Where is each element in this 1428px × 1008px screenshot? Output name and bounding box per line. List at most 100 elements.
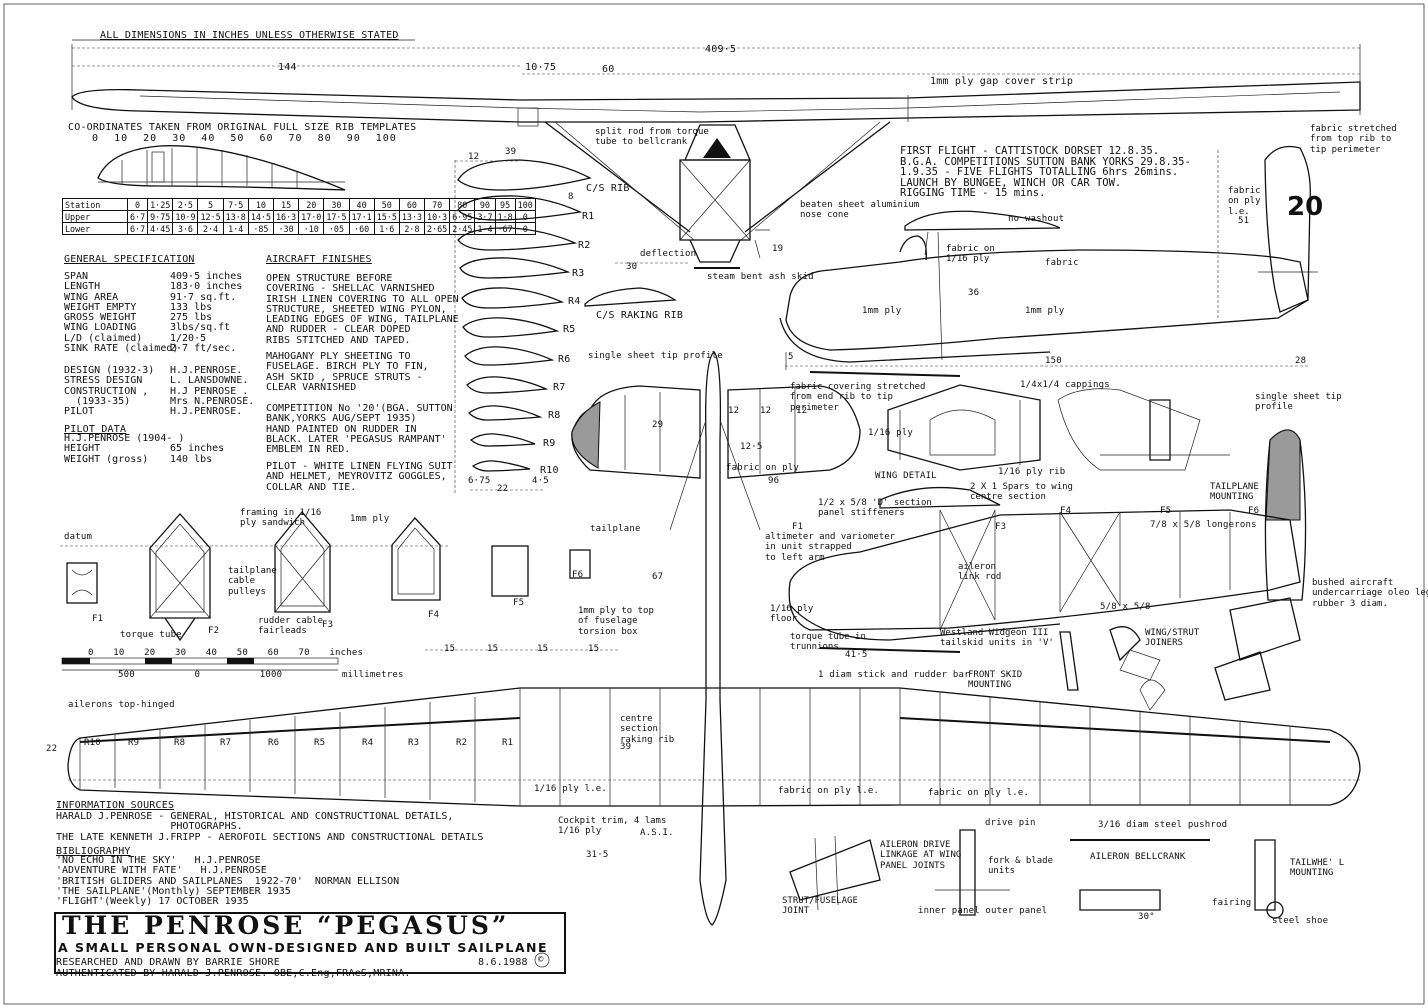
wing-rib-r3: R3: [408, 738, 420, 748]
dim-30: 30: [626, 262, 638, 272]
label-stick: 1 diam stick and rudder bar: [818, 670, 970, 680]
rib-label-r3: R3: [572, 268, 585, 279]
wing-rib-r1: R1: [502, 738, 514, 748]
label-westland: Westland Widgeon III tailskid units in '…: [940, 628, 1054, 649]
copyright-mark: ©: [538, 955, 544, 965]
dim-31-5: 31·5: [586, 850, 609, 860]
rib-label-r4: R4: [568, 296, 581, 307]
dim-29: 29: [652, 420, 664, 430]
flight-notes: FIRST FLIGHT - CATTISTOCK DORSET 12.8.35…: [900, 145, 1191, 199]
dim-8: 8: [568, 192, 574, 202]
label-cappings: 1/4x1/4 cappings: [1020, 380, 1110, 390]
competition-number: 20: [1287, 192, 1324, 222]
sheet-border: [3, 3, 1425, 1005]
dim-22b: 22: [497, 484, 509, 494]
label-strut-joint: STRUT/FUSELAGE JOINT: [782, 896, 858, 917]
dim-c12: 12: [728, 406, 740, 416]
label-no-washout: no washout: [1008, 214, 1065, 224]
label-torque-tube: torque tube in trunnions: [790, 632, 866, 653]
label-fabric-stretched: fabric stretched from top rib to tip per…: [1310, 124, 1397, 155]
label-panel-stiffeners: 1/2 x 5/8 'D' section panel stiffeners: [818, 498, 932, 519]
rib-label-r7: R7: [553, 382, 566, 393]
wing-rib-r8: R8: [174, 738, 186, 748]
frame-label-f5: F5: [513, 598, 525, 608]
label-fabric-ply-le2: fabric on ply l.e.: [928, 788, 1030, 798]
tailplane-plan: [571, 385, 861, 479]
label-wing-detail: WING DETAIL: [875, 471, 937, 481]
label-fabric: fabric: [1045, 258, 1079, 268]
dim-22: 22: [46, 744, 58, 754]
finishes-p1: OPEN STRUCTURE BEFORE COVERING - SHELLAC…: [266, 273, 459, 346]
wing-rib-r6: R6: [268, 738, 280, 748]
label-drive-pin: drive pin: [985, 818, 1036, 828]
label-altimeter: altimeter and variometer in unit strappe…: [765, 532, 896, 563]
dim-28: 28: [1295, 356, 1307, 366]
frame-label-f3-cut: F3: [995, 522, 1007, 532]
frame-label-f3: F3: [322, 620, 334, 630]
finishes-p4: PILOT - WHITE LINEN FLYING SUIT AND HELM…: [266, 461, 453, 493]
tailplane-mounting: [1057, 388, 1230, 471]
label-gap-strip: 1mm ply gap cover strip: [930, 76, 1074, 87]
dim-span: 409·5: [705, 44, 737, 55]
label-pushrod: 3/16 diam steel pushrod: [1098, 820, 1228, 830]
rib-label-r2: R2: [578, 240, 591, 251]
dim-41-5: 41·5: [845, 650, 868, 660]
frame-label-f1: F1: [92, 614, 104, 624]
rib-label-r5: R5: [563, 324, 576, 335]
dim-r12: 12: [760, 406, 772, 416]
label-ply-floor: 1/16 ply floor: [770, 604, 814, 625]
label-aileron-drive: AILERON DRIVE LINKAGE AT WING PANEL JOIN…: [880, 840, 962, 871]
copyright-circle: [534, 952, 550, 968]
dim-12-5: 12·5: [740, 442, 763, 452]
label-spars: 2 X 1 Spars to wing centre section: [970, 482, 1073, 503]
research-credit: RESEARCHED AND DRAWN BY BARRIE SHORE: [56, 957, 280, 968]
joiner-details: [1059, 597, 1301, 711]
label-1mm-ply-f: 1mm ply: [350, 514, 390, 524]
spec-labels: SPAN LENGTH WING AREA WEIGHT EMPTY GROSS…: [64, 271, 179, 355]
label-tailplane-frame: tailplane: [590, 524, 641, 534]
label-ply-le: 1/16 ply l.e.: [534, 784, 608, 794]
label-tailplane-pulleys: tailplane cable pulleys: [228, 566, 277, 597]
label-tailplane-mounting: TAILPLANE MOUNTING: [1210, 482, 1259, 503]
dim-15d: 15: [588, 644, 600, 654]
dim-semi: 144: [278, 62, 297, 73]
label-framing: framing in 1/16 ply sandwich: [240, 508, 322, 529]
spec-heading: GENERAL SPECIFICATION: [64, 254, 195, 265]
rib-label-r1: R1: [582, 211, 595, 222]
pilot-heading: PILOT DATA: [64, 424, 127, 435]
side-view: [779, 145, 1318, 377]
dim-4-5: 4·5: [532, 476, 549, 486]
pilot-values: 65 inches 140 lbs: [170, 443, 225, 465]
label-inner-outer: inner panel outer panel: [918, 906, 1048, 916]
frame-label-f1-cut: F1: [792, 522, 804, 532]
dim-67: 67: [652, 572, 664, 582]
plan-fuselage: [669, 351, 761, 926]
scale-mm: 500 0 1000 millimetres: [118, 670, 404, 680]
label-deflection: deflection: [640, 249, 697, 259]
label-datum: datum: [64, 532, 93, 542]
rudder-plan: [1264, 429, 1307, 601]
label-steam-skid: steam bent ash skid: [707, 272, 814, 282]
scale-bar: [61, 657, 339, 671]
wing-rib-r7: R7: [220, 738, 232, 748]
finishes-p2: MAHOGANY PLY SHEETING TO FUSELAGE. BIRCH…: [266, 351, 429, 393]
label-fabric-on-ply: fabric on ply: [726, 463, 800, 473]
label-rudder-fairleads: rudder cable fairleads: [258, 616, 324, 637]
scale-inches: 0 10 20 30 40 50 60 70 inches: [88, 648, 364, 658]
dim-15c: 15: [537, 644, 549, 654]
rib-label-raking: C/S RAKING RIB: [596, 310, 684, 321]
dim-39: 39: [505, 147, 517, 157]
label-fork-blade: fork & blade units: [988, 856, 1054, 877]
label-fairing: fairing: [1212, 898, 1252, 908]
sources-heading: INFORMATION SOURCES: [56, 800, 175, 811]
frame-label-f6: F6: [572, 570, 584, 580]
label-ply-sixteenth: 1/16 ply: [868, 428, 913, 438]
finishes-heading: AIRCRAFT FINISHES: [266, 254, 372, 265]
label-torque-tube-f: torque tube: [120, 630, 182, 640]
label-bushed: bushed aircraft undercarriage oleo leg r…: [1312, 578, 1428, 609]
wing-rib-r2: R2: [456, 738, 468, 748]
label-aluminium: beaten sheet aluminium nose cone: [800, 200, 920, 221]
wing-rib-r5: R5: [314, 738, 326, 748]
dim-centre: 10·75: [525, 62, 557, 73]
